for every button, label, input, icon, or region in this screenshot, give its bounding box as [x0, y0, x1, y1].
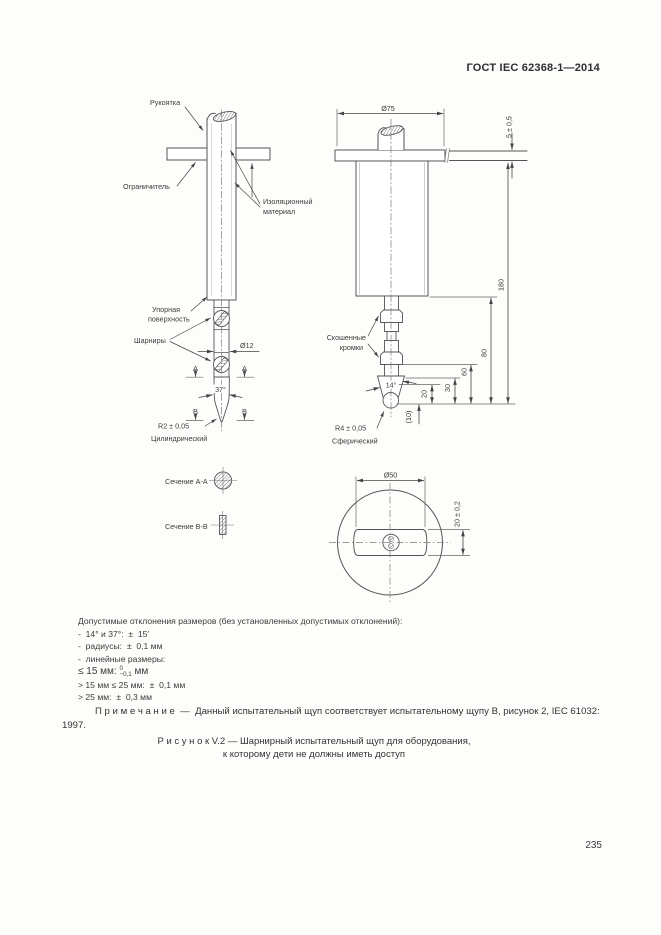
caption-line2: к которому дети не должны иметь доступ — [222, 749, 406, 760]
tolerance-item: - 14° и 37°: ± 15′ — [78, 628, 150, 639]
cylindrical-label: Цилиндрический — [151, 434, 207, 443]
caption-line1: Р и с у н о к V.2 — Шарнирный испытатель… — [157, 736, 471, 747]
note-block: П р и м е ч а н и е — Данный испытательн… — [62, 705, 607, 732]
dim-10: (10) — [404, 411, 413, 424]
spherical-label: Сферический — [332, 437, 378, 446]
bearing-label-1: Упорная — [152, 305, 180, 314]
sections: Сечение A-A Сечение B-B Ø50 20 ± 0,2 — [165, 467, 470, 603]
left-view: A A B B 37° Ø12 Рукоятка Ограничитель Из… — [123, 98, 313, 443]
section-b-left-label: B — [193, 407, 198, 416]
tol5-label: 5 ± 0,5 — [505, 116, 514, 138]
figure-caption: Р и с у н о к V.2 — Шарнирный испытатель… — [0, 735, 628, 761]
chamfer-label-2: кромки — [340, 343, 363, 352]
tolerance-le15: ≤ 15 мм: 0−0,1 мм — [78, 664, 149, 679]
section-a-right-label: A — [242, 364, 247, 373]
section-b-right-label: B — [242, 407, 247, 416]
right-view: Ø75 5 ± 0,5 14° — [327, 104, 528, 446]
dim-30: 30 — [443, 384, 452, 392]
page-number: 235 — [585, 840, 602, 851]
bearing-label-2: поверхность — [148, 315, 190, 324]
page-header: ГОСТ IEC 62368-1—2014 — [466, 62, 600, 74]
r4-label: R4 ± 0,05 — [335, 424, 366, 433]
note-line2: 1997. — [62, 719, 87, 731]
dia50-label: Ø50 — [384, 471, 398, 480]
dim-20: 20 — [420, 390, 429, 398]
dim-180: 180 — [497, 279, 506, 291]
section-a-left-label: A — [193, 364, 198, 373]
insulation-label-2: материал — [263, 207, 295, 216]
r2-label: R2 ± 0,05 — [158, 422, 189, 431]
tolerances-intro: Допустимые отклонения размеров (без уста… — [78, 616, 403, 626]
tolerances-block: Допустимые отклонения размеров (без уста… — [78, 615, 402, 704]
dia12-label: Ø12 — [240, 341, 254, 350]
tolerance-gt25: > 25 мм: ± 0,3 мм — [78, 692, 152, 703]
dim-80: 80 — [480, 349, 489, 357]
hinges-label: Шарниры — [134, 336, 166, 345]
section-aa-label: Сечение A-A — [165, 477, 208, 486]
dim-60: 60 — [460, 368, 469, 376]
section-bb-label: Сечение B-B — [165, 522, 208, 531]
technical-drawing: A A B B 37° Ø12 Рукоятка Ограничитель Из… — [123, 98, 528, 603]
tolerance-gt15: > 15 мм ≤ 25 мм: ± 0,1 мм — [78, 679, 186, 690]
note-line1: П р и м е ч а н и е — Данный испытательн… — [95, 706, 600, 717]
chamfer-label-1: Скошенные — [327, 333, 366, 342]
tolerance-item: - линейные размеры: — [78, 654, 166, 665]
dia75-label: Ø75 — [381, 104, 395, 113]
insulation-label-1: Изоляционный — [263, 197, 313, 206]
angle-14-label: 14° — [386, 381, 397, 390]
stop-label: Ограничитель — [123, 182, 170, 191]
angle-37-label: 37° — [215, 385, 226, 394]
handle-label: Рукоятка — [150, 98, 180, 107]
tol20-label: 20 ± 0,2 — [453, 501, 462, 527]
tolerance-item: - радиусы: ± 0,1 мм — [78, 641, 163, 652]
